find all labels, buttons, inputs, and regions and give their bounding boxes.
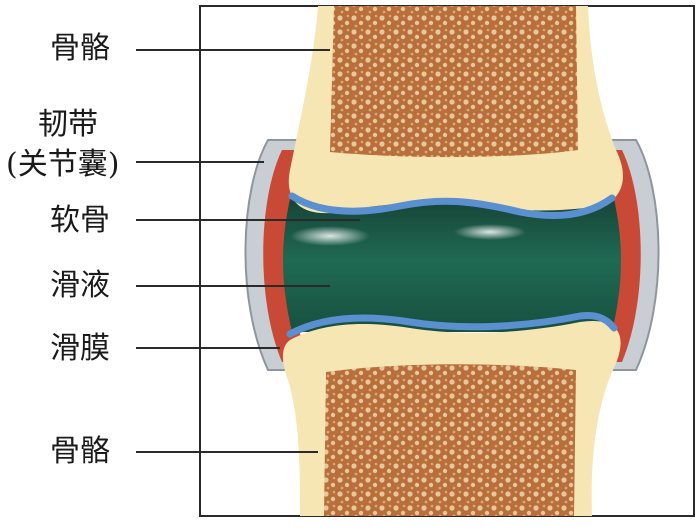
label-capsule: (关节囊) [6, 147, 120, 182]
label-synovial-fluid: 滑液 [50, 268, 110, 303]
cartilage-top [288, 192, 616, 220]
spongy-bone-bottom [324, 364, 576, 516]
label-ligament: 韧带 [38, 107, 98, 142]
label-cartilage: 软骨 [50, 203, 110, 238]
cartilage-bottom [286, 312, 618, 338]
label-synovial-membrane: 滑膜 [50, 331, 110, 366]
label-bone-top: 骨骼 [50, 31, 110, 66]
fluid-highlight [454, 224, 526, 240]
fluid-highlight [290, 226, 370, 246]
label-bone-bottom: 骨骼 [50, 434, 110, 469]
spongy-bone-top [330, 6, 578, 158]
synovial-fluid-region [283, 190, 621, 332]
